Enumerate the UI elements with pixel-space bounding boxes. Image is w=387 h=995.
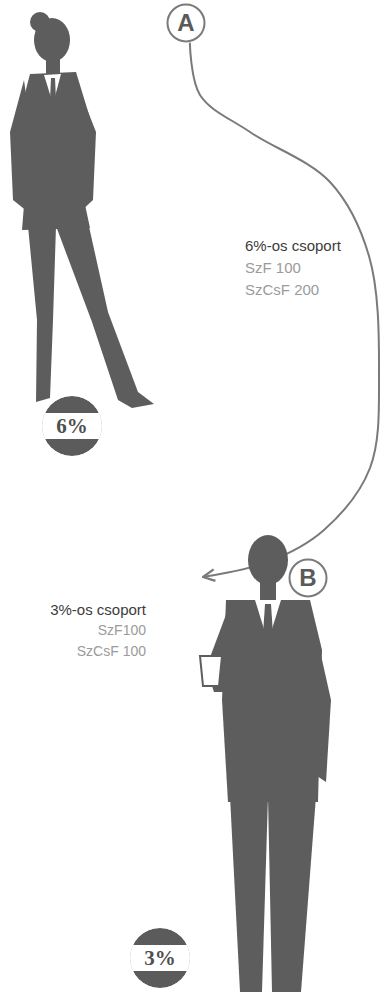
woman-arm xyxy=(74,76,96,212)
circle-letter: A xyxy=(177,11,194,35)
badge-disc xyxy=(42,396,102,456)
man-arm xyxy=(305,606,331,782)
badge-band xyxy=(130,945,190,971)
circle-letter: B xyxy=(299,566,316,590)
group-text: SzF100 xyxy=(48,620,148,641)
woman-silhouette xyxy=(10,12,154,408)
badge-band xyxy=(42,413,102,439)
man-neck xyxy=(260,580,276,602)
percent-value: 3% xyxy=(144,948,176,969)
group-text-block: 3%-os csoportSzF100SzCsF 100 xyxy=(48,599,148,662)
man-tie xyxy=(262,604,274,662)
group-label: SzCsF 200 xyxy=(245,280,319,300)
percent-badge: 6% xyxy=(42,396,102,456)
man-silhouette xyxy=(200,535,331,992)
badge-fill xyxy=(42,396,102,456)
man-leg xyxy=(230,796,268,992)
group-label: SzF 100 xyxy=(245,258,301,278)
percent-value: 6% xyxy=(56,416,88,437)
man-leg xyxy=(268,796,316,992)
badge-fill xyxy=(130,928,190,988)
woman-arm xyxy=(10,80,31,212)
letter-ring xyxy=(168,5,205,42)
letter-circle: A xyxy=(166,3,206,43)
flow-arrow xyxy=(190,43,379,577)
man-head xyxy=(248,535,288,585)
woman-leg xyxy=(28,226,56,402)
woman-tie xyxy=(50,78,56,106)
letter-circle: B xyxy=(288,558,328,598)
group-text: 3%-os csoport xyxy=(48,599,148,620)
coffee-cup xyxy=(200,656,222,686)
woman-neck xyxy=(46,56,60,74)
group-text: SzCsF 100 xyxy=(48,641,148,662)
percent-badge: 3% xyxy=(130,928,190,988)
badge-disc xyxy=(130,928,190,988)
woman-leg xyxy=(56,222,154,408)
group-ring xyxy=(24,578,382,936)
letter-ring xyxy=(290,560,327,597)
woman-head xyxy=(34,18,70,62)
group-label: 6%-os csoport xyxy=(245,236,341,256)
group-circle: 3%-os csoportSzF100SzCsF 100B xyxy=(23,577,383,937)
